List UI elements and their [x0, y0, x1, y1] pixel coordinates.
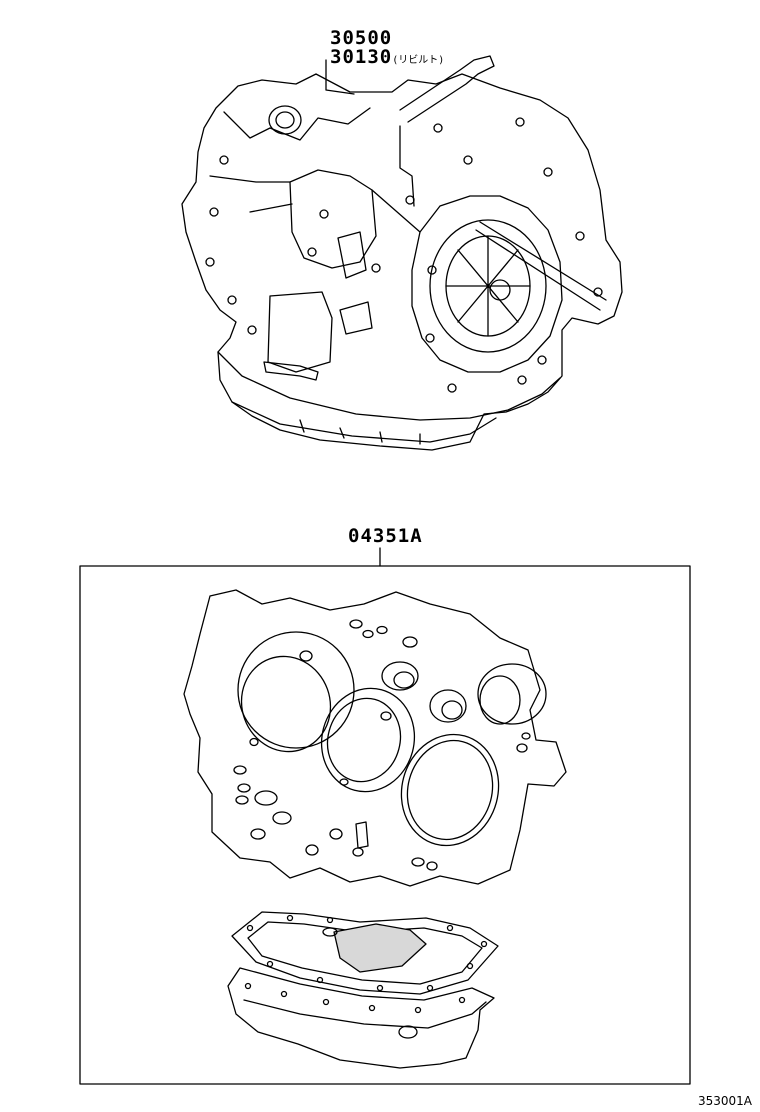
seal-small-top [402, 636, 418, 648]
oring-center-inner [326, 697, 402, 783]
oil-pan-flange [243, 999, 487, 1029]
oil-seal-2-inner [441, 700, 463, 720]
oring-large-left-inner [240, 655, 332, 753]
figure-number: 353001A [698, 1094, 753, 1108]
oil-seal-1-inner [393, 671, 415, 689]
pan-gasket [231, 911, 499, 995]
pan-ribs [299, 419, 421, 445]
hub [489, 279, 511, 301]
oil-pan-bottom [231, 401, 497, 443]
magnet [322, 927, 338, 937]
gasket-kit-part-label: 04351A [348, 525, 423, 547]
housing-bolts [205, 117, 603, 393]
dowel-pin [355, 821, 369, 849]
drain-plug-gasket [398, 1025, 418, 1039]
pan-gasket-inner [247, 921, 483, 985]
oring-right-large [400, 733, 500, 847]
oil-seal-1 [381, 661, 419, 691]
converter-housing [411, 195, 563, 373]
gasket-kit-illustration [183, 589, 567, 1069]
side-cover [289, 169, 377, 269]
case-gasket [183, 589, 567, 887]
case-rib-1 [223, 107, 371, 141]
oil-pan [227, 967, 495, 1069]
support-bar [475, 221, 607, 311]
transaxle-assembly-illustration [181, 55, 623, 451]
oring-right-large-inner [406, 739, 494, 841]
assembly-leader-line [325, 59, 355, 95]
assembly-part-note: (リビルト) [392, 55, 445, 66]
seal-ring-right [477, 663, 547, 725]
main-case-seam [209, 175, 421, 233]
kit-frame [79, 565, 691, 1085]
oring-center [320, 687, 416, 793]
oil-pan-rim [217, 351, 561, 421]
pan-gasket-bolt-holes [246, 914, 488, 992]
rear-bore [268, 105, 302, 135]
speed-sensor [339, 301, 373, 335]
rear-bore-inner [275, 111, 295, 129]
shift-lever [263, 361, 319, 381]
seal-ring-right-inner [479, 675, 521, 725]
assembly-part-label-2: 30130(リビルト) [330, 47, 444, 71]
flex-plate-ring-outer [429, 219, 547, 353]
oil-seal-2 [429, 689, 467, 723]
dipstick-tube [399, 55, 495, 123]
solenoid-body [337, 231, 367, 279]
oring-large-left [237, 631, 355, 749]
assembly-part-label-1: 30500 [330, 27, 393, 49]
oil-pan-bolt-holes [244, 982, 466, 1014]
transaxle-housing-outline [181, 73, 623, 451]
drive-plate-spokes [445, 235, 531, 337]
breather-tube [399, 125, 415, 207]
small-orings [233, 619, 531, 871]
valve-body-block [267, 291, 333, 373]
oil-strainer [333, 923, 427, 973]
assembly-part-number-2: 30130 [330, 46, 393, 68]
